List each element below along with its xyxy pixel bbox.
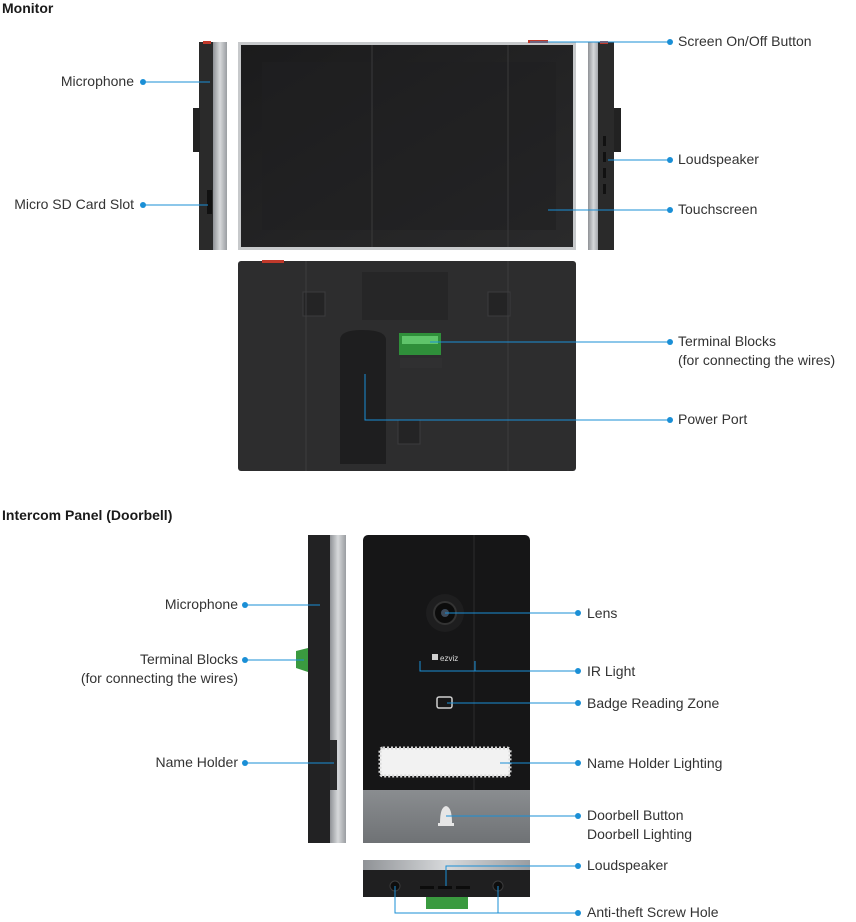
section-title-monitor: Monitor [2,0,54,16]
front-brand-logo: ezviz [440,654,458,663]
monitor-front-view [238,40,576,250]
callout-dots [140,39,673,916]
label-intercom-terminal-note: (for connecting the wires) [80,670,238,686]
label-lens: Lens [587,605,618,621]
label-monitor-terminal-blocks: Terminal Blocks [678,333,777,349]
monitor-right-side-view [588,41,621,250]
label-screw-hole: Anti-theft Screw Hole [587,904,719,920]
label-monitor-microphone: Microphone [60,73,134,89]
label-screen-button: Screen On/Off Button [678,33,812,49]
label-name-holder: Name Holder [155,754,238,770]
intercom-front-view: ezviz [363,535,530,843]
monitor-left-side-view [193,41,227,250]
label-intercom-microphone: Microphone [164,596,238,612]
label-intercom-loudspeaker: Loudspeaker [587,857,668,873]
label-badge-zone: Badge Reading Zone [587,695,720,711]
callout-lines [143,41,670,914]
label-doorbell-lighting: Doorbell Lighting [587,826,693,842]
intercom-side-view [296,535,346,843]
label-monitor-loudspeaker: Loudspeaker [678,151,759,167]
label-intercom-terminal-blocks: Terminal Blocks [139,651,238,667]
label-doorbell-button: Doorbell Button [587,807,684,823]
label-name-holder-lighting: Name Holder Lighting [587,755,723,771]
label-monitor-terminal-note: (for connecting the wires) [678,352,836,368]
monitor-back-view [238,260,576,471]
label-monitor-micro-sd: Micro SD Card Slot [14,196,134,212]
label-power-port: Power Port [678,411,748,427]
label-touchscreen: Touchscreen [678,201,758,217]
section-title-intercom: Intercom Panel (Doorbell) [2,507,173,523]
label-ir-light: IR Light [587,663,636,679]
